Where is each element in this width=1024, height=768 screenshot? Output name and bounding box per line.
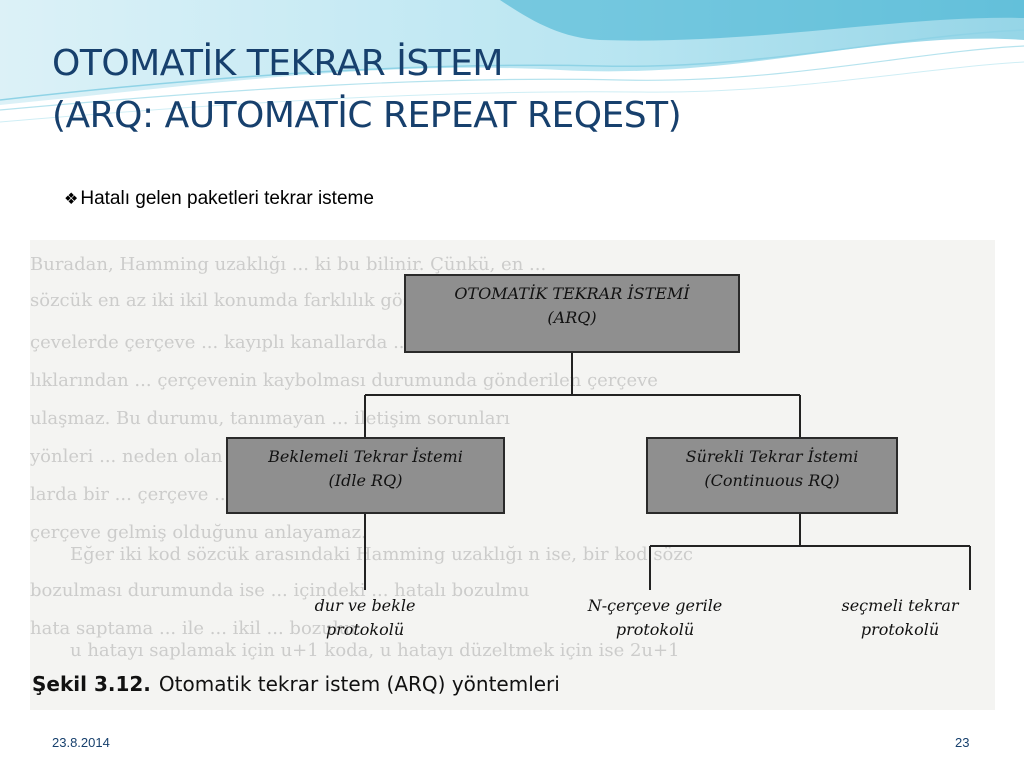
slide-title: OTOMATİK TEKRAR İSTEM (ARQ: AUTOMATİC RE… (52, 38, 682, 142)
node-idle-rq-line2: (Idle RQ) (328, 471, 403, 490)
leaf-line2: protokolü (860, 620, 940, 639)
figure-caption-text: Otomatik tekrar istem (ARQ) yöntemleri (158, 672, 560, 696)
slide-title-line2: (ARQ: AUTOMATİC REPEAT REQEST) (52, 95, 682, 136)
background-text-line: hata saptama ... ile ... ikil ... bozulu… (30, 618, 363, 639)
figure-caption: Şekil 3.12. Otomatik tekrar istem (ARQ) y… (32, 672, 560, 696)
background-text-line: bozulması durumunda ise ... içindeki ...… (30, 580, 530, 601)
scanned-figure: Buradan, Hamming uzaklığı ... ki bu bili… (30, 240, 995, 710)
node-continuous-rq-line1: Sürekli Tekrar İstemi (685, 447, 859, 466)
tree-connectors (364, 351, 971, 590)
leaf-line2: protokolü (615, 620, 695, 639)
leaf-line2: protokolü (325, 620, 405, 639)
leaf-go-back-n: N-çerçeve gerile protokolü (560, 594, 750, 642)
background-text-line: Buradan, Hamming uzaklığı ... ki bu bili… (30, 254, 547, 275)
root-node-line2: (ARQ) (547, 308, 597, 327)
leaf-line1: dur ve bekle (314, 596, 416, 615)
node-continuous-rq-line2: (Continuous RQ) (704, 471, 840, 490)
node-idle-rq: Beklemeli Tekrar İstemi (Idle RQ) (226, 437, 505, 514)
background-text-line: Eğer iki kod sözcük arasındaki Hamming u… (70, 544, 693, 565)
root-node-arq: OTOMATİK TEKRAR İSTEMİ (ARQ) (404, 274, 740, 353)
background-text-line: ulaşmaz. Bu durumu, tanımayan ... iletiş… (30, 408, 510, 429)
leaf-line1: N-çerçeve gerile (587, 596, 723, 615)
footer-date: 23.8.2014 (52, 735, 110, 750)
header-wave-decoration (0, 0, 1024, 123)
node-idle-rq-line1: Beklemeli Tekrar İstemi (268, 447, 463, 466)
leaf-stop-and-wait: dur ve bekle protokolü (270, 594, 460, 642)
diamond-bullet-icon: ❖ (64, 191, 79, 208)
background-text-line: u hatayı saplamak için u+1 koda, u hatay… (70, 640, 680, 661)
footer-page-number: 23 (955, 735, 970, 750)
slide-title-line1: OTOMATİK TEKRAR İSTEM (52, 43, 503, 84)
leaf-line1: seçmeli tekrar (841, 596, 959, 615)
root-node-line1: OTOMATİK TEKRAR İSTEMİ (454, 284, 690, 303)
node-continuous-rq: Sürekli Tekrar İstemi (Continuous RQ) (646, 437, 898, 514)
leaf-selective-repeat: seçmeli tekrar protokolü (810, 594, 990, 642)
bullet-item: ❖Hatalı gelen paketleri tekrar isteme (64, 188, 374, 210)
background-text-line: lıklarından ... çerçevenin kaybolması du… (30, 370, 658, 391)
bullet-text: Hatalı gelen paketleri tekrar isteme (80, 188, 374, 209)
background-text-line: çerçeve gelmiş olduğunu anlayamaz. (30, 522, 367, 543)
figure-caption-label: Şekil 3.12. (32, 672, 151, 696)
